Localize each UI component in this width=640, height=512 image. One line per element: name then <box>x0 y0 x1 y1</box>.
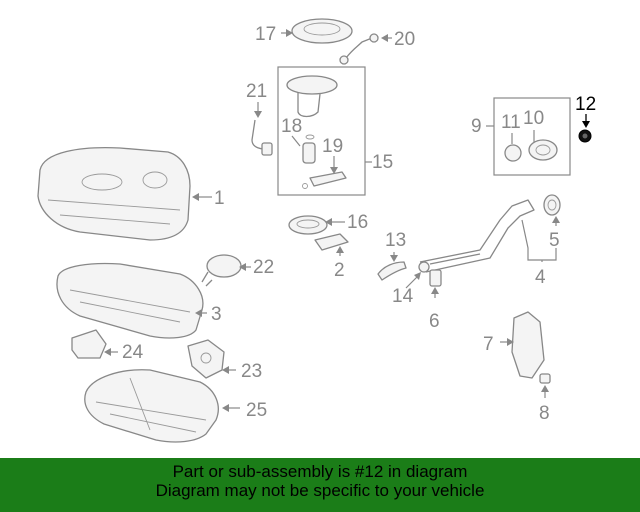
part-6-check-valve <box>429 269 442 287</box>
arrow-16 <box>325 218 332 226</box>
arrow-24 <box>104 348 111 356</box>
callout-9: 9 <box>471 116 482 137</box>
part-2-fuel-filter <box>314 233 349 251</box>
callout-17: 17 <box>255 24 276 45</box>
arrow-5 <box>552 216 560 223</box>
arrow-25 <box>222 404 229 412</box>
arrow-23 <box>222 366 229 374</box>
leader-14 <box>405 275 419 289</box>
part-16-gasket <box>288 215 328 235</box>
callout-7: 7 <box>483 334 494 355</box>
part-11-filler-cap <box>504 144 522 162</box>
callout-12: 12 <box>575 94 596 115</box>
arrow-3 <box>195 309 202 317</box>
arrow-8 <box>541 385 549 392</box>
part-7-bracket <box>511 311 545 379</box>
arrow-21 <box>254 111 262 118</box>
part-24-bracket <box>71 329 107 359</box>
part-4-filler-pipe <box>419 199 535 273</box>
banner-line-disclaimer: Diagram may not be specific to your vehi… <box>155 481 485 500</box>
part-8-clip <box>539 373 551 384</box>
callout-23: 23 <box>241 361 262 382</box>
arrow-6 <box>431 287 439 294</box>
callout-25: 25 <box>246 400 267 421</box>
arrow-2 <box>336 246 344 253</box>
callout-4: 4 <box>535 267 546 288</box>
arrow-22 <box>239 263 246 271</box>
part-22-valve <box>201 254 242 287</box>
arrow-14 <box>414 272 421 280</box>
callout-1: 1 <box>214 188 225 209</box>
callout-20: 20 <box>394 29 415 50</box>
callout-24: 24 <box>122 342 144 363</box>
arrow-1 <box>192 193 199 201</box>
leader-18 <box>291 135 301 147</box>
arrow-7 <box>507 338 514 346</box>
arrow-13 <box>390 255 398 262</box>
arrow-20 <box>381 34 388 42</box>
callout-8: 8 <box>539 403 550 424</box>
part-3-tank-protector <box>56 262 204 339</box>
callout-16: 16 <box>347 212 368 233</box>
callout-19: 19 <box>322 136 343 157</box>
part-20-hose <box>339 33 379 65</box>
part-21-sender-gauge <box>251 119 273 156</box>
assembly-15-box <box>277 66 366 196</box>
callout-11: 11 <box>501 112 521 133</box>
part-14-clamp <box>418 261 430 273</box>
callout-6: 6 <box>429 311 440 332</box>
callout-3: 3 <box>211 304 222 325</box>
exploded-parts-diagram: 17 20 15 18 19 21 1 <box>37 18 596 443</box>
callout-5: 5 <box>549 230 560 251</box>
part-10-fuel-door <box>528 139 558 161</box>
part-1-fuel-tank <box>37 146 191 241</box>
arrow-17 <box>286 29 293 37</box>
callout-13: 13 <box>385 230 406 251</box>
callout-21: 21 <box>246 81 267 102</box>
leader-4-bracket <box>521 219 557 261</box>
info-banner: Part or sub-assembly is #12 in diagram D… <box>0 458 640 512</box>
part-15-fuel-pump-assembly <box>286 75 347 189</box>
part-12-grommet-highlighted <box>578 129 592 143</box>
callout-2: 2 <box>334 260 345 281</box>
callout-14: 14 <box>392 286 414 307</box>
callout-15: 15 <box>372 152 393 173</box>
part-13-hose <box>377 261 407 281</box>
callout-22: 22 <box>253 257 274 278</box>
arrow-19 <box>330 167 338 174</box>
arrow-12 <box>582 121 590 128</box>
part-17-lock-ring <box>291 18 353 44</box>
part-25-heat-shield <box>84 369 219 443</box>
assembly-9-box <box>493 97 571 176</box>
part-23-valve <box>187 339 225 379</box>
part-5-filler-gasket <box>543 194 561 216</box>
banner-line-part-ref: Part or sub-assembly is #12 in diagram <box>172 462 468 481</box>
callout-10: 10 <box>523 108 544 129</box>
callout-18: 18 <box>281 116 302 137</box>
